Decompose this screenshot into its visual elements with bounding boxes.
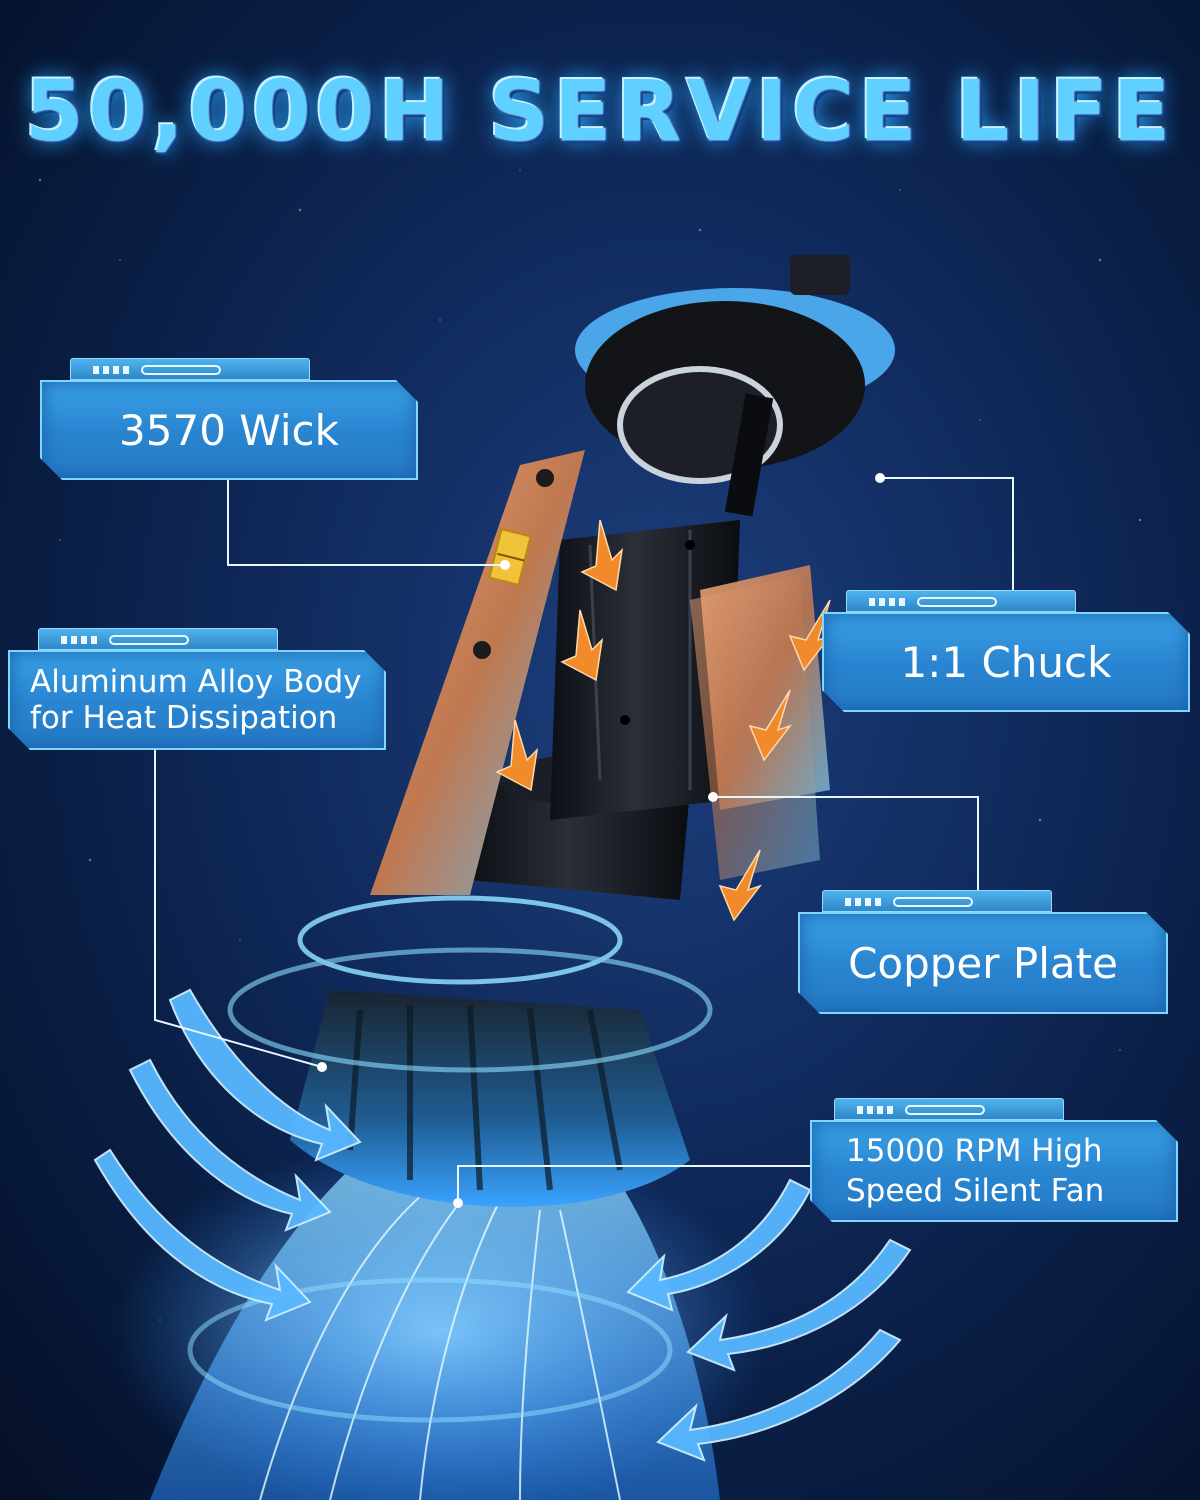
callout-tab xyxy=(834,1098,1064,1120)
callout-copper: Copper Plate xyxy=(798,890,1168,1014)
callout-box: 15000 RPM High Speed Silent Fan xyxy=(810,1120,1178,1222)
callout-label-aluminum-line2: for Heat Dissipation xyxy=(30,700,338,736)
callout-wick: 3570 Wick xyxy=(40,358,418,480)
callout-box: Aluminum Alloy Body for Heat Dissipation xyxy=(8,650,386,750)
airflow-arrow-icon xyxy=(93,988,912,1462)
callout-label-chuck: 1:1 Chuck xyxy=(900,637,1112,687)
led-board xyxy=(370,450,585,895)
heat-arrow-icon xyxy=(495,519,833,922)
callout-label-fan-line2: Speed Silent Fan xyxy=(846,1173,1105,1209)
callout-box: 3570 Wick xyxy=(40,380,418,480)
callout-label-copper: Copper Plate xyxy=(848,938,1118,988)
callout-label-fan-line1: 15000 RPM High xyxy=(846,1133,1103,1169)
callout-fan: 15000 RPM High Speed Silent Fan xyxy=(810,1098,1178,1222)
callout-tab xyxy=(70,358,310,380)
callout-tab xyxy=(38,628,278,650)
callout-label-aluminum-line1: Aluminum Alloy Body xyxy=(30,664,362,700)
callout-lines xyxy=(154,477,1014,1203)
callout-label-wick: 3570 Wick xyxy=(119,405,339,455)
callout-box: Copper Plate xyxy=(798,912,1168,1014)
callout-box: 1:1 Chuck xyxy=(822,612,1190,712)
chuck-socket xyxy=(575,255,895,517)
callout-tab xyxy=(846,590,1076,612)
callout-tab xyxy=(822,890,1052,912)
airflow-rings xyxy=(187,895,713,1423)
callout-dots xyxy=(317,473,885,1208)
light-beam xyxy=(110,1110,770,1500)
page-title: 50,000H SERVICE LIFE xyxy=(24,62,1176,160)
callout-aluminum: Aluminum Alloy Body for Heat Dissipation xyxy=(8,628,386,750)
fan-base xyxy=(290,990,690,1207)
callout-chuck: 1:1 Chuck xyxy=(822,590,1190,712)
